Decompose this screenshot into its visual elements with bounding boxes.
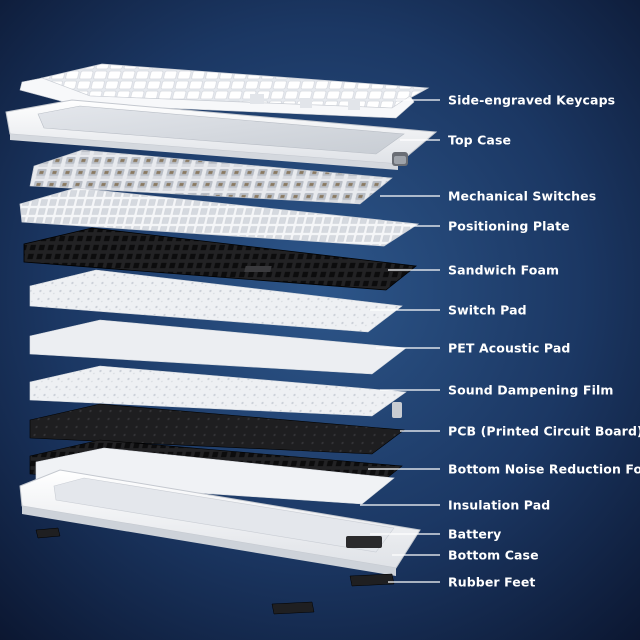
label-battery: Battery (448, 526, 502, 542)
switches-layer (29, 149, 393, 205)
damp-film-layer (29, 365, 407, 417)
label-top-case: Top Case (448, 132, 512, 148)
label-plate: Positioning Plate (448, 218, 570, 234)
battery-part (346, 536, 382, 548)
label-switches: Mechanical Switches (448, 188, 597, 204)
pcb-layer (29, 402, 405, 455)
label-pcb: PCB (Printed Circuit Board) (448, 423, 640, 439)
top-case-layer (5, 99, 438, 170)
sandwich-foam-layer (23, 227, 417, 291)
pet-pad-layer (29, 319, 407, 375)
plate-layer (19, 187, 420, 247)
keycaps-layer (19, 63, 430, 119)
label-bottom-case: Bottom Case (448, 547, 539, 563)
label-switch-pad: Switch Pad (448, 302, 527, 318)
label-pet-pad: PET Acoustic Pad (448, 340, 571, 356)
label-damp-film: Sound Dampening Film (448, 382, 614, 398)
rubber-feet-parts (35, 527, 395, 615)
callout-lines (360, 99, 440, 583)
label-bottom-foam: Bottom Noise Reduction Foam (448, 461, 640, 477)
label-feet: Rubber Feet (448, 574, 536, 590)
label-sandwich-foam: Sandwich Foam (448, 262, 560, 278)
switch-pad-layer (29, 269, 403, 333)
insulation-layer (35, 447, 395, 505)
label-insulation: Insulation Pad (448, 497, 551, 513)
bottom-case-layer (19, 469, 421, 576)
label-keycaps: Side-engraved Keycaps (448, 92, 616, 108)
